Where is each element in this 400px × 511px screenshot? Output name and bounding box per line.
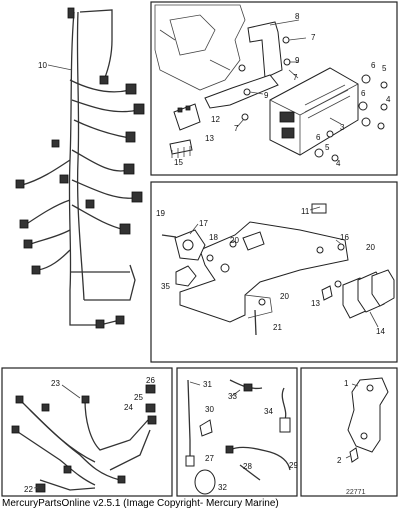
- callout-label-3: 3: [340, 123, 345, 132]
- callout-label-1: 1: [344, 379, 349, 388]
- engine-block-outline: [154, 4, 246, 91]
- callout-label-31: 31: [203, 380, 212, 389]
- relay-block: [342, 269, 395, 319]
- sensor-callout-lines: [189, 381, 241, 397]
- callout-label-4b: 4: [336, 159, 341, 168]
- callout-label-25: 25: [134, 393, 143, 402]
- callout-label-2: 2: [337, 456, 342, 465]
- callout-label-7b: 7: [293, 73, 298, 82]
- copyright-footer: MercuryPartsOnline v2.5.1 (Image Copyrig…: [2, 498, 279, 509]
- callout-label-19: 19: [156, 209, 165, 218]
- callout-label-11: 11: [301, 207, 310, 216]
- callout-label-32: 32: [218, 483, 227, 492]
- panel-ecm: [150, 1, 398, 176]
- callout-label-33: 33: [228, 392, 237, 401]
- callout-label-26: 26: [146, 376, 155, 385]
- callout-label-27: 27: [205, 454, 214, 463]
- ecm-mounting-bracket: [204, 21, 283, 109]
- bracket-callout-lines: [345, 383, 359, 459]
- callout-label-20b: 20: [366, 243, 375, 252]
- callout-label-28: 28: [243, 462, 252, 471]
- callout-label-6a: 6: [371, 61, 376, 70]
- callout-label-14: 14: [376, 327, 385, 336]
- callout-label-5b: 5: [325, 143, 330, 152]
- callout-label-4a: 4: [386, 95, 391, 104]
- callout-10: 10: [38, 61, 73, 71]
- callout-label-24: 24: [124, 403, 133, 412]
- callout-label-15: 15: [174, 158, 183, 167]
- support-bracket: [347, 377, 389, 463]
- callout-label-20c: 20: [280, 292, 289, 301]
- callout-label-20a: 20: [230, 236, 239, 245]
- auxiliary-connectors: [11, 384, 157, 493]
- callout-label-22: 22: [24, 485, 33, 494]
- callout-label-7a: 7: [311, 33, 316, 42]
- ecm-module: [269, 67, 359, 156]
- callout-label-9a: 9: [295, 56, 300, 65]
- panel-bracket: [300, 367, 398, 497]
- panel-mounting: [150, 181, 398, 363]
- mounting-plate-bracket: [179, 221, 349, 323]
- ecm-callout-lines: [236, 19, 342, 128]
- callout-label-5a: 5: [382, 64, 387, 73]
- auxiliary-harness: [14, 399, 151, 491]
- callout-label-8: 8: [295, 12, 300, 21]
- aux-callout-lines: [33, 384, 81, 489]
- main-wiring-harness: [21, 9, 139, 326]
- connector-plugs-12-13: [169, 103, 201, 158]
- panel-sensors: [176, 367, 298, 497]
- callout-label-35: 35: [161, 282, 170, 291]
- callout-label-6c: 6: [316, 133, 321, 142]
- sensor-parts: [185, 379, 291, 495]
- callout-label-23: 23: [51, 379, 60, 388]
- callout-label-34: 34: [264, 407, 273, 416]
- callout-label-17: 17: [199, 219, 208, 228]
- panel-harness-small: [1, 367, 173, 497]
- callout-label-10: 10: [38, 61, 47, 70]
- harness-connectors: [15, 7, 145, 329]
- callout-label-18: 18: [209, 233, 218, 242]
- mounting-callout-lines: [189, 206, 379, 328]
- callout-label-21: 21: [273, 323, 282, 332]
- ecm-fasteners: [238, 36, 388, 162]
- callout-label-6b: 6: [361, 89, 366, 98]
- fuse-holder: [242, 203, 327, 251]
- callout-label-12: 12: [211, 115, 220, 124]
- callout-label-9b: 9: [264, 91, 269, 100]
- drawing-number: 22771: [346, 489, 366, 496]
- callout-label-7c: 7: [234, 124, 239, 133]
- callout-label-13: 13: [205, 134, 214, 143]
- callout-label-13b: 13: [311, 299, 320, 308]
- circuit-breaker: [174, 229, 206, 261]
- callout-label-30: 30: [205, 405, 214, 414]
- small-parts-mounting: [161, 234, 345, 336]
- callout-label-29: 29: [289, 461, 298, 470]
- callout-label-16: 16: [340, 233, 349, 242]
